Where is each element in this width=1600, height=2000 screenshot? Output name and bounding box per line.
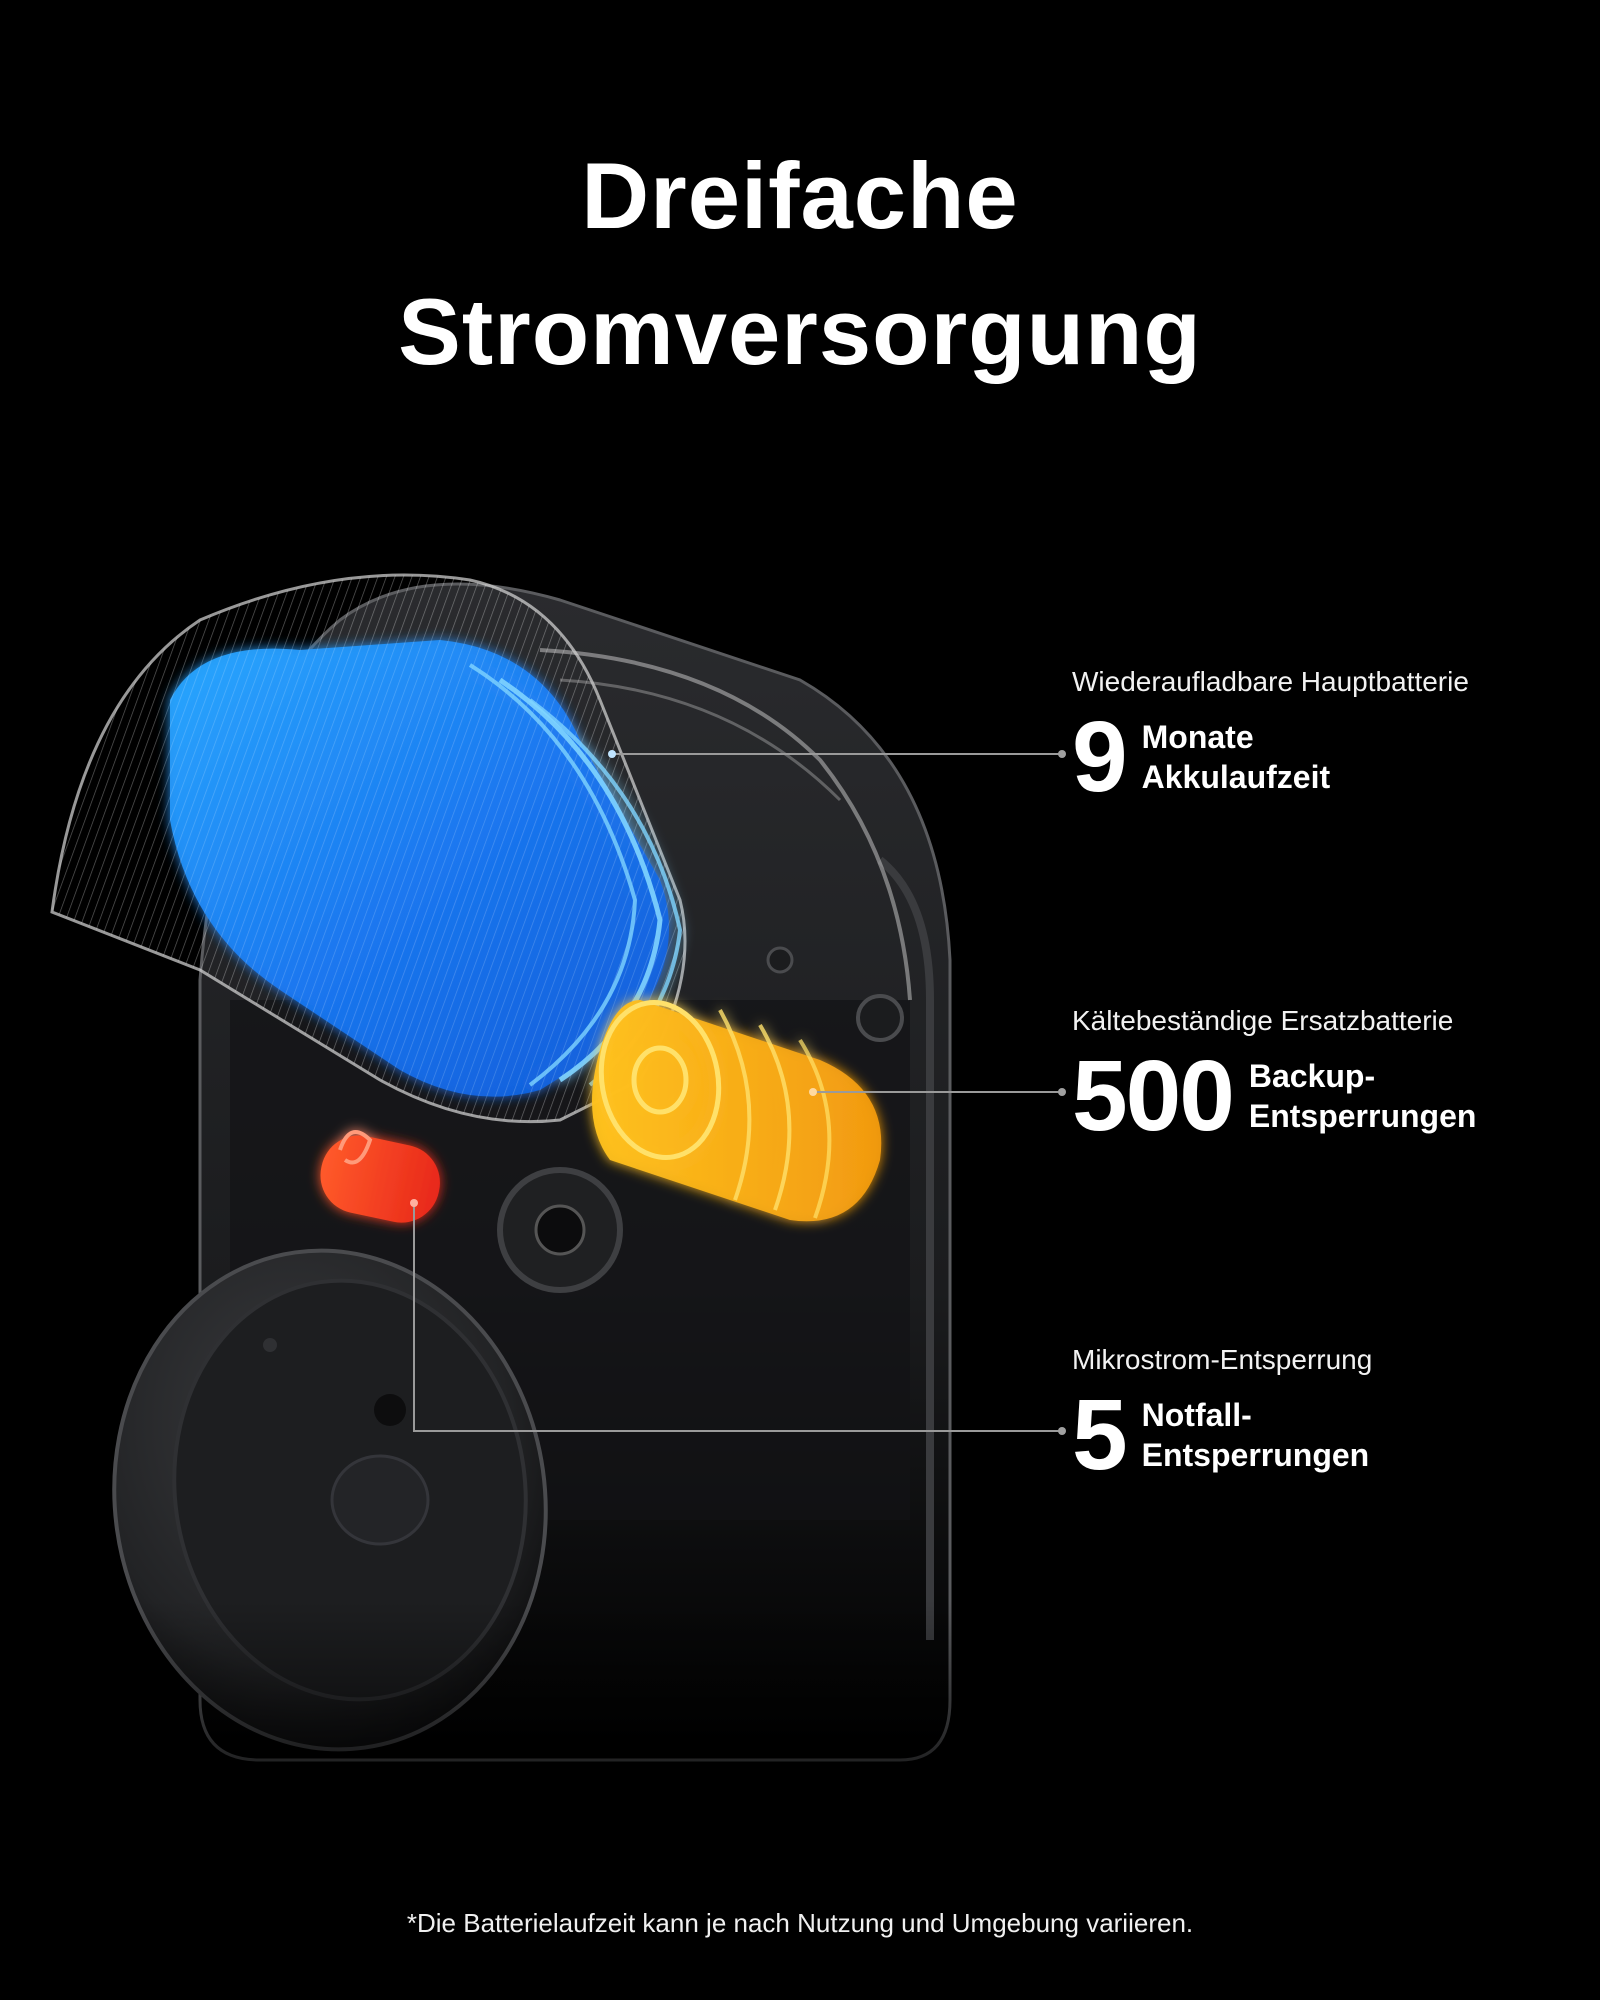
leader-lines <box>410 750 1066 1435</box>
stat-desc-line-2: Entsperrungen <box>1141 1437 1370 1473</box>
stat-description: Monate Akkulaufzeit <box>1142 717 1330 797</box>
disclaimer-footnote: *Die Batterielaufzeit kann je nach Nutzu… <box>406 1908 1194 1938</box>
stat-desc-line-1: Monate <box>1141 719 1254 755</box>
callout-micro-current: Mikrostrom-Entsperrung 5 Notfall- Entspe… <box>1072 1342 1373 1491</box>
stat-description: Notfall- Entsperrungen <box>1142 1395 1370 1475</box>
micro-current-module-icon <box>320 1130 440 1223</box>
callout-stat: 9 Monate Akkulaufzeit <box>1072 701 1469 813</box>
callout-main-battery: Wiederaufladbare Hauptbatterie 9 Monate … <box>1072 664 1469 813</box>
main-battery-icon <box>170 640 683 1097</box>
stat-desc-line-2: Entsperrungen <box>1248 1098 1477 1134</box>
callout-label: Kältebeständige Ersatzbatterie <box>1072 1005 1454 1036</box>
page-title: Dreifache Stromversorgung <box>0 128 1600 400</box>
callout-backup-battery: Kältebeständige Ersatzbatterie 500 Backu… <box>1072 1003 1477 1152</box>
title-line-2: Stromversorgung <box>398 279 1202 384</box>
internal-speaker <box>497 1167 623 1293</box>
title-line-1: Dreifache <box>581 143 1019 248</box>
callout-stat: 500 Backup- Entsperrungen <box>1072 1040 1477 1152</box>
stat-description: Backup- Entsperrungen <box>1249 1056 1477 1136</box>
stat-desc-line-1: Backup- <box>1248 1058 1376 1094</box>
callout-stat: 5 Notfall- Entsperrungen <box>1072 1379 1372 1491</box>
stat-value: 500 <box>1072 1040 1235 1152</box>
backup-battery-icon <box>592 1000 882 1222</box>
stat-value: 9 <box>1072 701 1128 813</box>
callout-label: Wiederaufladbare Hauptbatterie <box>1072 666 1469 697</box>
leader-line-micro <box>413 1203 1062 1432</box>
callout-label: Mikrostrom-Entsperrung <box>1072 1344 1373 1375</box>
stat-desc-line-2: Akkulaufzeit <box>1141 759 1331 795</box>
stat-desc-line-1: Notfall- <box>1141 1397 1252 1433</box>
stat-value: 5 <box>1072 1379 1128 1491</box>
